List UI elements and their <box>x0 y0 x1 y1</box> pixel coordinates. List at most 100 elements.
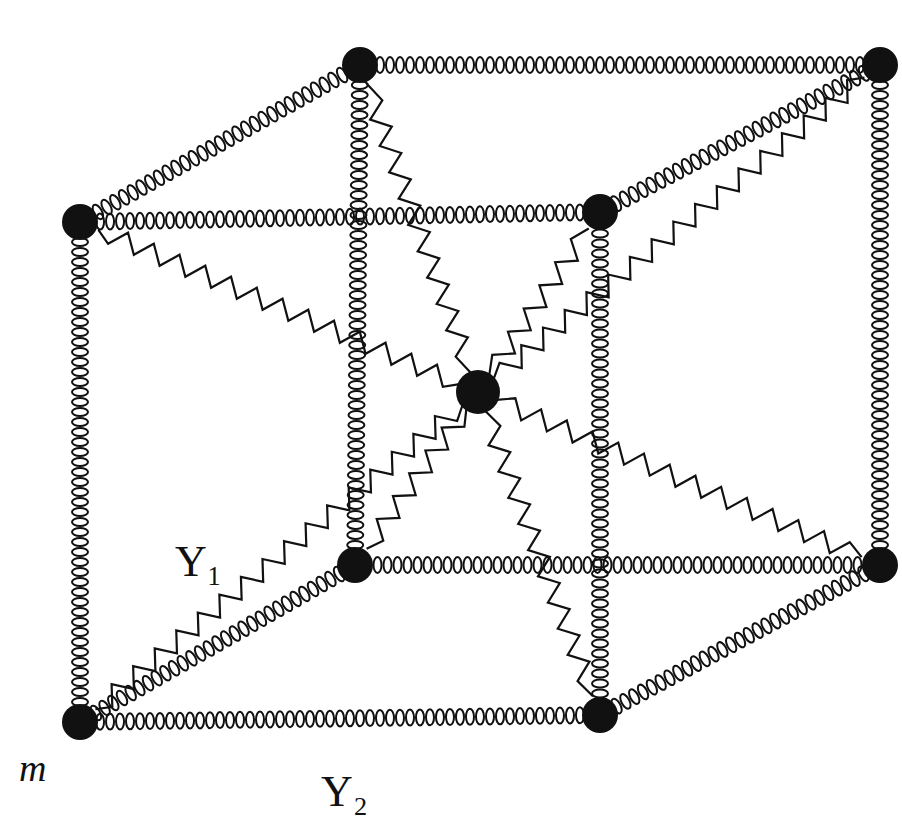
coil-turn <box>706 144 721 162</box>
coil-turn <box>396 710 404 726</box>
coil-turn <box>592 640 608 648</box>
coil-turn <box>72 428 88 436</box>
coil-turn <box>750 622 765 640</box>
coil-turn <box>576 57 584 73</box>
edge-springs <box>72 57 888 730</box>
coil-turn <box>494 557 502 573</box>
coil-turn <box>496 57 504 73</box>
coil-turn <box>406 710 414 726</box>
coil-turn <box>674 557 682 573</box>
coil-turn <box>812 589 827 607</box>
coil-turn <box>230 125 245 143</box>
coil-turn <box>196 712 204 728</box>
coil-turn <box>72 338 88 346</box>
coil-turn <box>592 520 608 528</box>
coil-turn <box>546 57 554 73</box>
coil-turn <box>618 692 633 710</box>
coil-spring <box>376 57 864 73</box>
coil-turn <box>348 441 364 449</box>
coil-turn <box>350 261 366 269</box>
mass-dot <box>582 697 618 733</box>
coil-turn <box>584 557 592 573</box>
coil-turn <box>592 580 608 588</box>
coil-turn <box>618 190 633 208</box>
coil-turn <box>72 608 88 616</box>
coil-turn <box>446 57 454 73</box>
coil-turn <box>872 221 888 229</box>
centre-mass <box>456 370 500 414</box>
coil-turn <box>152 169 167 187</box>
coil-turn <box>536 708 544 724</box>
coil-turn <box>276 210 284 226</box>
coil-turn <box>804 557 812 573</box>
coil-turn <box>271 600 286 618</box>
coil-turn <box>116 213 124 229</box>
coil-turn <box>754 557 762 573</box>
coil-turn <box>116 713 124 729</box>
coil-turn <box>72 418 88 426</box>
coil-turn <box>516 205 524 221</box>
zigzag-spring <box>496 398 861 557</box>
coil-spring <box>609 565 870 715</box>
coil-turn <box>216 712 224 728</box>
coil-turn <box>636 57 644 73</box>
coil-turn <box>546 205 554 221</box>
coil-turn <box>348 451 364 459</box>
coil-turn <box>136 213 144 229</box>
coil-turn <box>592 600 608 608</box>
coil-turn <box>592 620 608 628</box>
coil-turn <box>872 331 888 339</box>
coil-turn <box>314 575 329 593</box>
coil-turn <box>592 610 608 618</box>
coil-turn <box>803 593 818 611</box>
coil-turn <box>351 171 367 179</box>
coil-turn <box>616 57 624 73</box>
coil-turn <box>592 670 608 678</box>
coil-turn <box>347 521 363 529</box>
coil-turn <box>195 144 210 162</box>
coil-turn <box>72 388 88 396</box>
coil-turn <box>524 557 532 573</box>
zigzag-spring <box>489 229 589 376</box>
coil-turn <box>716 57 724 73</box>
coil-turn <box>349 361 365 369</box>
coil-turn <box>592 350 608 358</box>
coil-turn <box>592 280 608 288</box>
coil-turn <box>426 207 434 223</box>
coil-turn <box>872 281 888 289</box>
coil-turn <box>706 57 714 73</box>
coil-turn <box>671 162 686 180</box>
coil-turn <box>706 645 721 663</box>
mass-dot <box>337 547 373 583</box>
coil-turn <box>634 557 642 573</box>
coil-turn <box>288 590 303 608</box>
coil-turn <box>436 207 444 223</box>
coil-turn <box>456 207 464 223</box>
mass-label: m <box>16 748 49 790</box>
coil-turn <box>626 57 634 73</box>
coil-turn <box>662 167 677 185</box>
coil-turn <box>872 371 888 379</box>
coil-turn <box>872 431 888 439</box>
coil-turn <box>72 668 88 676</box>
coil-turn <box>592 500 608 508</box>
coil-spring <box>88 565 346 722</box>
coil-turn <box>504 557 512 573</box>
coil-turn <box>836 57 844 73</box>
coil-turn <box>746 57 754 73</box>
coil-turn <box>697 148 712 166</box>
coil-turn <box>847 570 862 588</box>
coil-turn <box>351 141 367 149</box>
coil-turn <box>872 181 888 189</box>
coil-turn <box>566 205 574 221</box>
coil-turn <box>804 92 819 110</box>
coil-turn <box>160 164 175 182</box>
coil-turn <box>506 708 514 724</box>
coil-turn <box>688 153 703 171</box>
coil-turn <box>306 210 314 226</box>
coil-turn <box>349 321 365 329</box>
coil-turn <box>556 707 564 723</box>
coil-turn <box>246 712 254 728</box>
coil-spring <box>90 66 349 221</box>
coil-turn <box>206 211 214 227</box>
